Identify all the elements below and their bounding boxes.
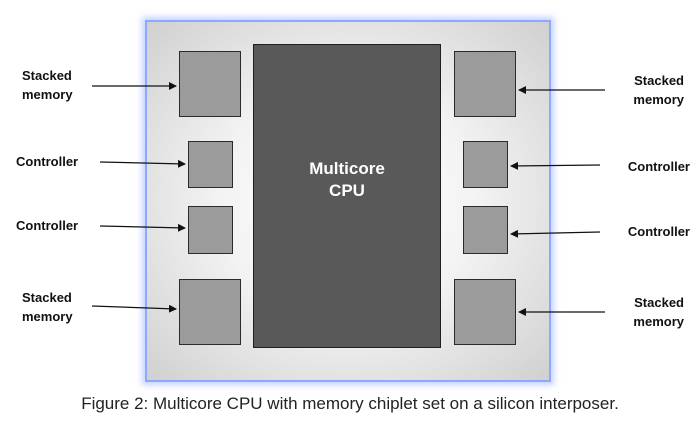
label-right-top-stacked-memory: Stacked memory xyxy=(633,73,684,107)
left-top-controller-chip xyxy=(188,141,233,188)
arrow-right-bottom-controller xyxy=(510,229,601,238)
cpu-label: Multicore CPU xyxy=(309,159,385,200)
right-bottom-controller-chip xyxy=(463,206,508,254)
right-bottom-stacked-memory-chip xyxy=(454,279,516,345)
left-top-stacked-memory-chip xyxy=(179,51,241,117)
right-top-stacked-memory-chip xyxy=(454,51,516,117)
arrow-left-bottom-controller xyxy=(99,223,186,232)
arrow-left-bottom-memory xyxy=(91,304,177,313)
label-right-top-controller: Controller xyxy=(627,159,690,174)
right-top-controller-chip xyxy=(463,141,508,188)
arrow-left-top-controller xyxy=(99,159,186,168)
multicore-cpu-die xyxy=(253,44,441,348)
label-left-bottom-stacked-memory: Stacked memory xyxy=(22,290,73,324)
label-left-top-stacked-memory: Stacked memory xyxy=(22,68,73,102)
left-bottom-controller-chip xyxy=(188,206,233,254)
label-right-bottom-stacked-memory: Stacked memory xyxy=(633,295,684,329)
arrow-right-top-controller xyxy=(510,161,601,170)
label-left-top-controller: Controller xyxy=(16,154,79,169)
label-left-bottom-controller: Controller xyxy=(16,218,79,233)
left-bottom-stacked-memory-chip xyxy=(179,279,241,345)
label-right-bottom-controller: Controller xyxy=(627,224,690,239)
figure-caption: Figure 2: Multicore CPU with memory chip… xyxy=(81,394,619,413)
